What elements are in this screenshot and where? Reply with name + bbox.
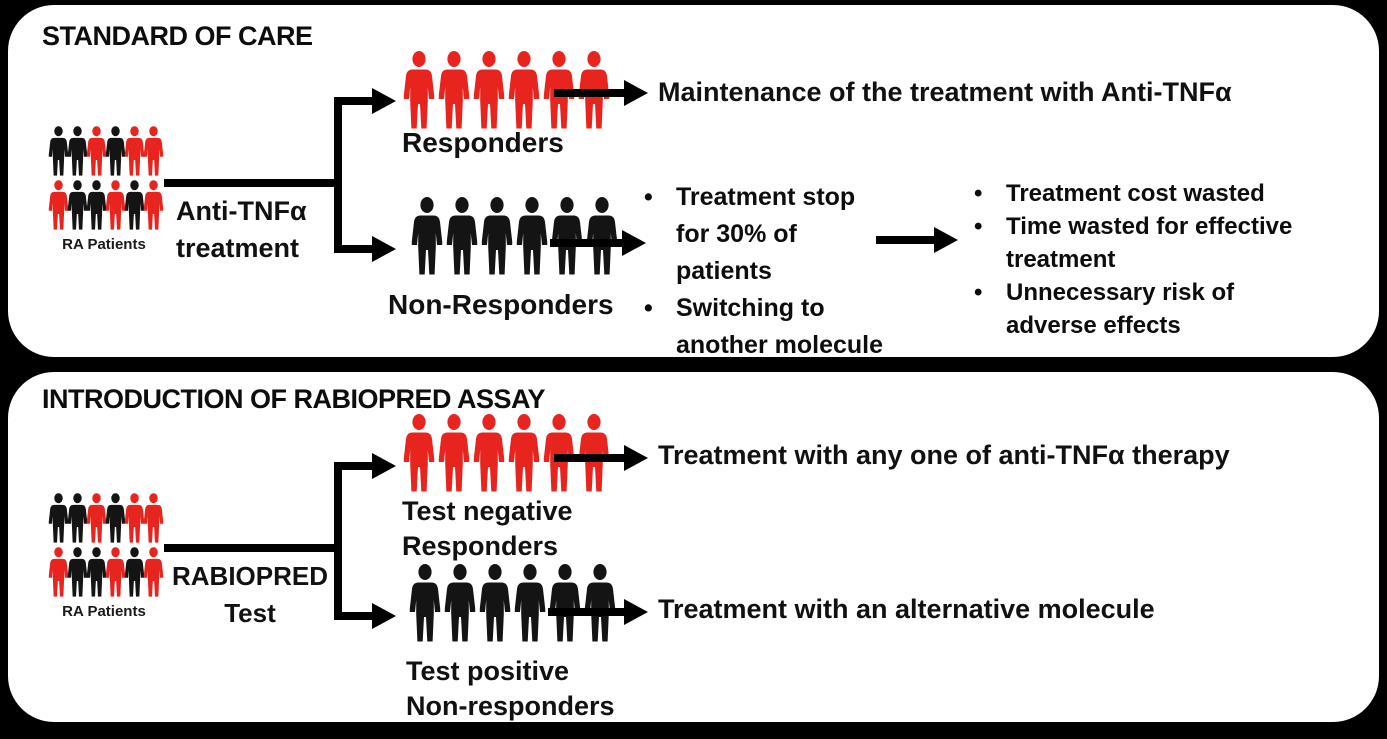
person-icon	[540, 414, 578, 492]
ra-patients-label: RA Patients	[62, 236, 146, 253]
ra-patients-row-2	[47, 179, 161, 231]
ra-patients2-row-2	[47, 546, 161, 598]
person-icon	[505, 414, 543, 492]
person-icon	[470, 51, 508, 129]
person-icon	[478, 197, 516, 275]
test-negative-outcome-text: Treatment with any one of anti-TNFα ther…	[658, 440, 1230, 470]
person-icon	[470, 414, 508, 492]
arrow-to-test-positive	[334, 612, 372, 620]
person-icon	[142, 179, 165, 231]
test-positive-outcome-arrow	[548, 608, 624, 616]
person-icon	[408, 197, 446, 275]
panel1-title: STANDARD OF CARE	[42, 21, 313, 51]
person-icon	[443, 197, 481, 275]
non-responders-outcome-arrow	[550, 239, 622, 247]
ra-patients-row-1	[47, 125, 161, 177]
arrow-to-non-responders	[334, 245, 372, 253]
person-icon	[581, 564, 619, 642]
bullet-item: Switching to another molecule	[640, 290, 888, 364]
person-icon	[505, 51, 543, 129]
person-icon	[406, 564, 444, 642]
bullet-item: Time wasted for effective treatment	[970, 210, 1322, 276]
person-icon	[435, 414, 473, 492]
arrow-to-test-negative	[334, 462, 372, 470]
test-positive-outcome-text: Treatment with an alternative molecule	[658, 594, 1155, 624]
test-positive-label: Test positive Non-responders	[406, 656, 615, 721]
person-icon	[142, 492, 165, 544]
person-icon	[575, 414, 613, 492]
ra-patients-group-2: RA Patients	[42, 490, 166, 620]
person-icon	[583, 197, 621, 275]
person-icon	[142, 546, 165, 598]
ra-patients-group: RA Patients	[42, 123, 166, 253]
person-icon	[548, 197, 586, 275]
test-positive-group	[406, 564, 616, 642]
responders-outcome-text: Maintenance of the treatment with Anti-T…	[658, 77, 1232, 107]
rabiopred-test-label: RABIOPRED Test	[171, 561, 328, 628]
connector2-feed-line	[164, 544, 336, 552]
responders-label: Responders	[402, 127, 564, 158]
bullet-item: Treatment stop for 30% of patients	[640, 179, 888, 290]
test-negative-outcome-arrow	[554, 454, 624, 462]
test-negative-group	[400, 414, 610, 492]
responders-outcome-arrow	[554, 89, 624, 97]
person-icon	[511, 564, 549, 642]
person-icon	[513, 197, 551, 275]
consequences-bullet-list: Treatment cost wastedTime wasted for eff…	[970, 177, 1322, 342]
panel2-title: INTRODUCTION OF RABIOPRED ASSAY	[42, 384, 546, 414]
ra-patients2-label: RA Patients	[62, 603, 146, 620]
ra-patients2-row-1	[47, 492, 161, 544]
person-icon	[142, 125, 165, 177]
person-icon	[400, 414, 438, 492]
person-icon	[435, 51, 473, 129]
consequences-arrow	[876, 236, 934, 244]
bullet-item: Unnecessary risk of adverse effects	[970, 276, 1322, 342]
anti-tnf-treatment-label: Anti-TNFα treatment	[176, 196, 307, 263]
connector2-branch-bar	[334, 462, 342, 620]
person-icon	[400, 51, 438, 129]
person-icon	[546, 564, 584, 642]
non-responders-label: Non-Responders	[388, 289, 614, 320]
connector-branch-bar	[334, 97, 342, 253]
arrow-to-responders	[334, 97, 372, 105]
bullet-item: Treatment cost wasted	[970, 177, 1322, 210]
non-responders-bullet-list: Treatment stop for 30% of patientsSwitch…	[640, 179, 888, 364]
connector-feed-line	[164, 179, 336, 187]
standard-of-care-panel: STANDARD OF CARE RA Patients Anti-TNFα t…	[8, 5, 1379, 359]
test-negative-label: Test negative Responders	[402, 496, 573, 561]
person-icon	[441, 564, 479, 642]
person-icon	[476, 564, 514, 642]
rabiopred-assay-panel: INTRODUCTION OF RABIOPRED ASSAY RA Patie…	[8, 372, 1379, 722]
non-responders-group	[408, 197, 618, 275]
